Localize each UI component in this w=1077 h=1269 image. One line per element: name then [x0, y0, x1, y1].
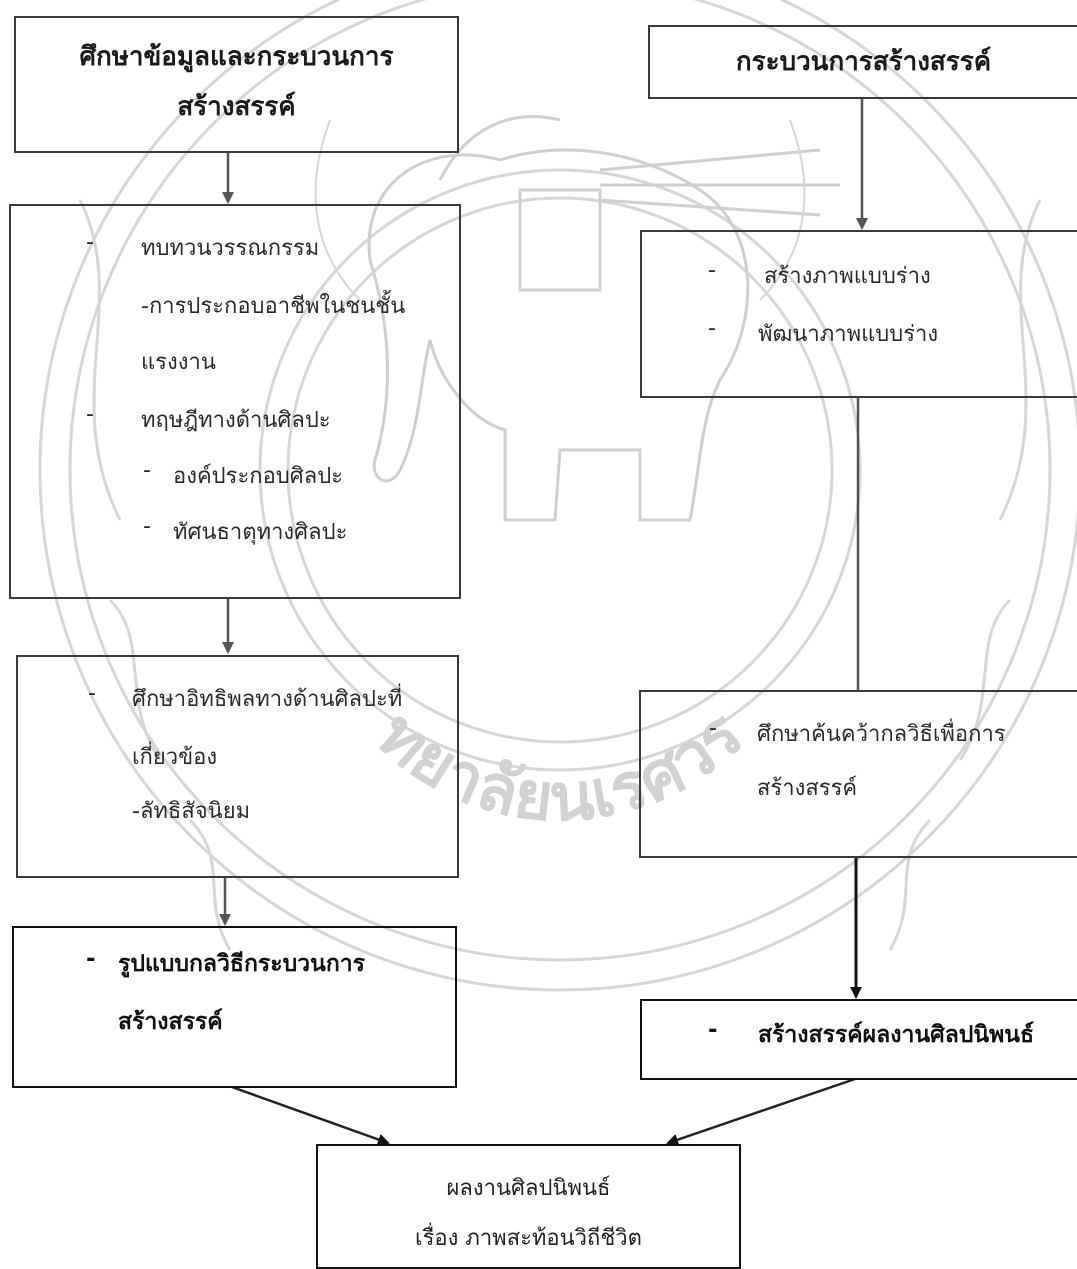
- dash: -: [86, 230, 94, 255]
- form-item: รูปแบบกลวิธีกระบวนการ: [118, 951, 366, 977]
- box-process-title: กระบวนการสร้างสรรค์: [735, 47, 992, 77]
- box-technique-research: - ศึกษาค้นคว้ากลวิธีเพื่อการ สร้างสรรค์: [639, 690, 1077, 858]
- result-line1: ผลงานศิลปนิพนธ์: [446, 1176, 611, 1201]
- dash: -: [708, 316, 716, 341]
- review-item-visual-elements: ทัศนธาตุทางศิลปะ: [173, 520, 348, 545]
- sketch-item-develop: พัฒนาภาพแบบร่าง: [758, 322, 939, 347]
- box-study-title-line2: สร้างสรรค์: [177, 92, 296, 122]
- review-item-composition: องค์ประกอบศิลปะ: [173, 464, 343, 489]
- box-literature-review: - ทบทวนวรรณกรรม -การประกอบอาชีพในชนชั้น …: [9, 204, 461, 599]
- box-study-title-line1: ศึกษาข้อมูลและกระบวนการ: [79, 42, 394, 72]
- box-form-technique: - รูปแบบกลวิธีกระบวนการ สร้างสรรค์: [12, 926, 457, 1088]
- influence-item-study: ศึกษาอิทธิพลทางด้านศิลปะที่: [132, 687, 403, 712]
- dash: -: [86, 946, 96, 972]
- technique-item-research: ศึกษาค้นคว้ากลวิธีเพื่อการ: [757, 722, 1006, 747]
- box-creative-process: กระบวนการสร้างสรรค์: [648, 25, 1077, 99]
- dash: -: [88, 681, 96, 706]
- create-item: สร้างสรรค์ผลงานศิลปนิพนธ์: [758, 1022, 1035, 1048]
- review-item-occupation: -การประกอบอาชีพในชนชั้น: [141, 294, 406, 319]
- elephant-icon: [367, 115, 840, 522]
- dash: -: [86, 402, 94, 427]
- box-create-artwork: - สร้างสรรค์ผลงานศิลปนิพนธ์: [640, 999, 1077, 1080]
- box-art-influence: - ศึกษาอิทธิพลทางด้านศิลปะที่ เกี่ยวข้อง…: [16, 655, 459, 878]
- box-sketch: - สร้างภาพแบบร่าง - พัฒนาภาพแบบร่าง: [640, 230, 1077, 398]
- dash: -: [143, 514, 151, 539]
- technique-item-research-cont: สร้างสรรค์: [757, 776, 858, 801]
- dash: -: [143, 458, 151, 483]
- form-item-cont: สร้างสรรค์: [118, 1009, 223, 1035]
- dash: -: [708, 258, 716, 283]
- sketch-item-create: สร้างภาพแบบร่าง: [764, 264, 931, 289]
- review-item-occupation-cont: แรงงาน: [141, 350, 216, 375]
- box-thesis-result: ผลงานศิลปนิพนธ์ เรื่อง ภาพสะท้อนวิถีชีวิ…: [316, 1144, 741, 1269]
- dash: -: [708, 1017, 718, 1043]
- influence-item-realism: -ลัทธิสัจนิยม: [132, 799, 251, 824]
- review-item-art-theory: ทฤษฎีทางด้านศิลปะ: [141, 408, 331, 433]
- arrow-create-to-result: [666, 1077, 856, 1146]
- review-item-literature: ทบทวนวรรณกรรม: [141, 236, 320, 261]
- arrow-form-to-result: [231, 1085, 390, 1146]
- result-line2: เรื่อง ภาพสะท้อนวิถีชีวิต: [415, 1226, 642, 1251]
- box-study-information: ศึกษาข้อมูลและกระบวนการ สร้างสรรค์: [14, 16, 459, 153]
- influence-item-study-cont: เกี่ยวข้อง: [132, 745, 218, 770]
- dash: -: [709, 716, 717, 741]
